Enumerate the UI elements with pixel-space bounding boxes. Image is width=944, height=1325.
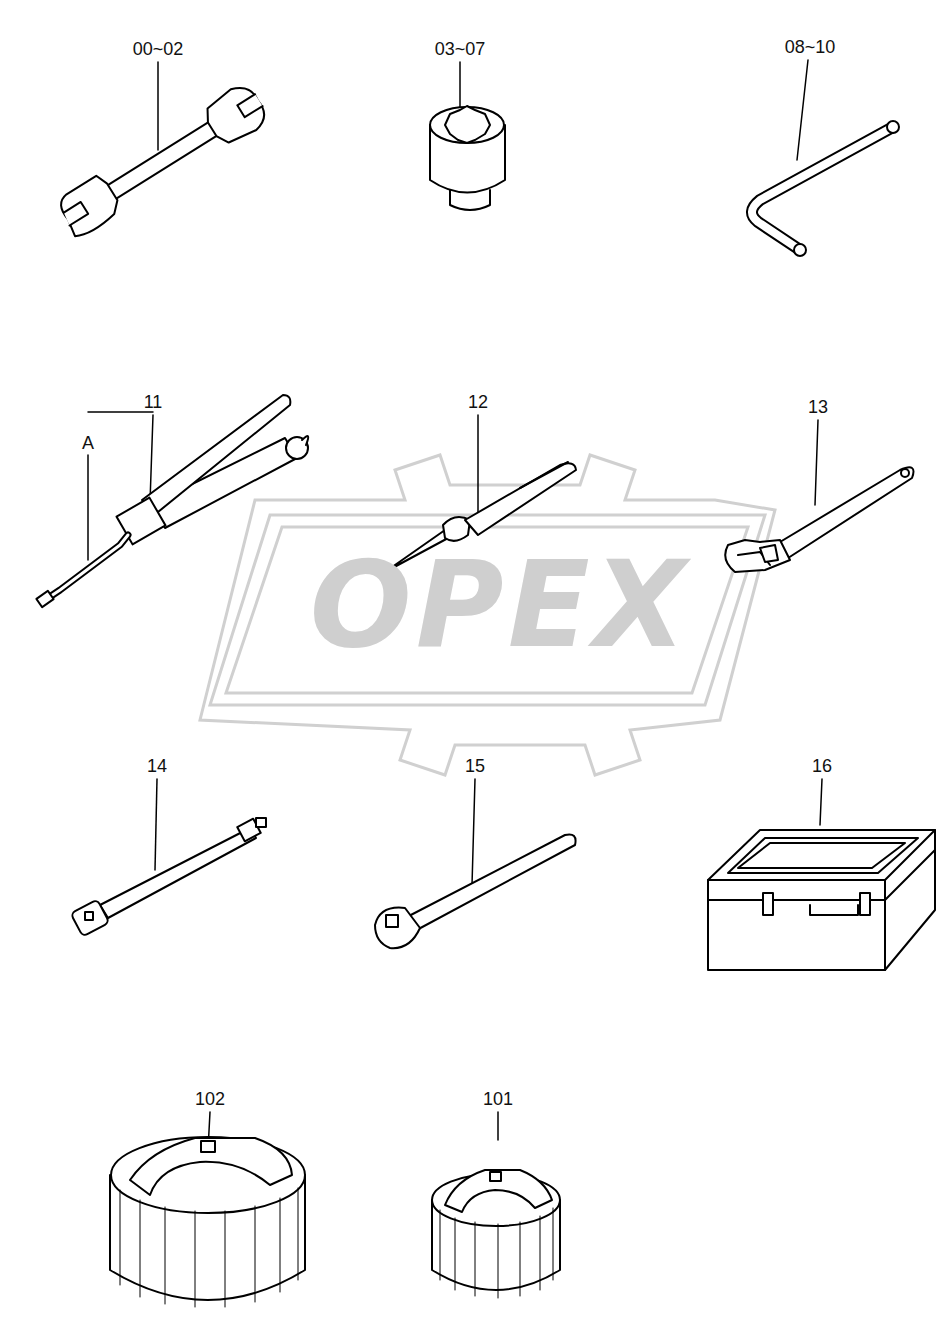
ratchet-handle: [375, 834, 576, 948]
callout-number: 00~02: [133, 40, 184, 58]
tool-box: [708, 830, 935, 970]
socket: [430, 106, 505, 210]
spanner-wrench: [53, 80, 272, 242]
leader-lines: [88, 60, 822, 1150]
callout-number: 12: [468, 393, 488, 411]
callout-number: 14: [147, 757, 167, 775]
callout-letter: A: [82, 434, 94, 452]
watermark: OPEX: [310, 545, 690, 665]
callout-number: 101: [483, 1090, 513, 1108]
callout-number: 102: [195, 1090, 225, 1108]
callout-number: 11: [144, 393, 163, 411]
filter-wrench: [110, 1137, 305, 1307]
callout-number: 08~10: [785, 38, 836, 56]
callout-number: 16: [812, 757, 832, 775]
grease-gun: [36, 395, 308, 607]
allen-key: [752, 121, 899, 256]
adjustable-wrench: [725, 467, 913, 572]
extension-bar: [71, 818, 266, 937]
callout-number: 15: [465, 757, 485, 775]
filter-wrench: [432, 1170, 560, 1298]
callout-number: 13: [808, 398, 828, 416]
callout-number: 03~07: [435, 40, 486, 58]
watermark-frame: [200, 455, 775, 775]
